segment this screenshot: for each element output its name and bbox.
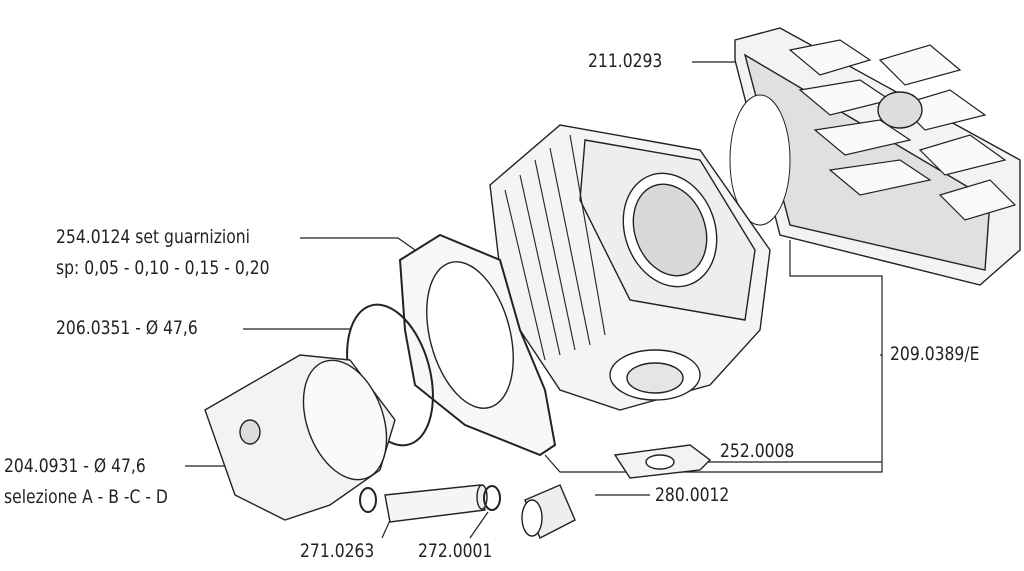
label-piston-selection: selezione A - B -C - D (4, 486, 168, 508)
cylinder-drawing (489, 124, 771, 411)
label-needle-bearing: 280.0012 (655, 484, 730, 506)
cylinder-head-drawing (734, 27, 1021, 286)
piston-pin-drawing (384, 484, 486, 523)
label-piston: 204.0931 - Ø 47,6 (4, 455, 146, 477)
needle-bearing-drawing (521, 484, 576, 539)
label-piston-ring: 206.0351 - Ø 47,6 (56, 317, 198, 339)
leader-lines (185, 61, 883, 539)
label-gasket-thickness: sp: 0,05 - 0,10 - 0,15 - 0,20 (56, 257, 270, 279)
label-piston-pin: 271.0263 (300, 540, 375, 562)
exhaust-gasket-drawing (613, 444, 712, 479)
clip-left-drawing (359, 487, 377, 513)
label-cylinder-head: 211.0293 (588, 50, 663, 72)
label-cylinder-kit: 209.0389/E (890, 343, 980, 365)
clip-right-drawing (483, 485, 501, 511)
head-gasket-drawing (729, 94, 791, 226)
piston-drawing (204, 354, 396, 521)
label-pin-clip: 272.0001 (418, 540, 493, 562)
label-exhaust-gasket: 252.0008 (720, 440, 795, 462)
label-gasket-set: 254.0124 set guarnizioni (56, 226, 250, 248)
